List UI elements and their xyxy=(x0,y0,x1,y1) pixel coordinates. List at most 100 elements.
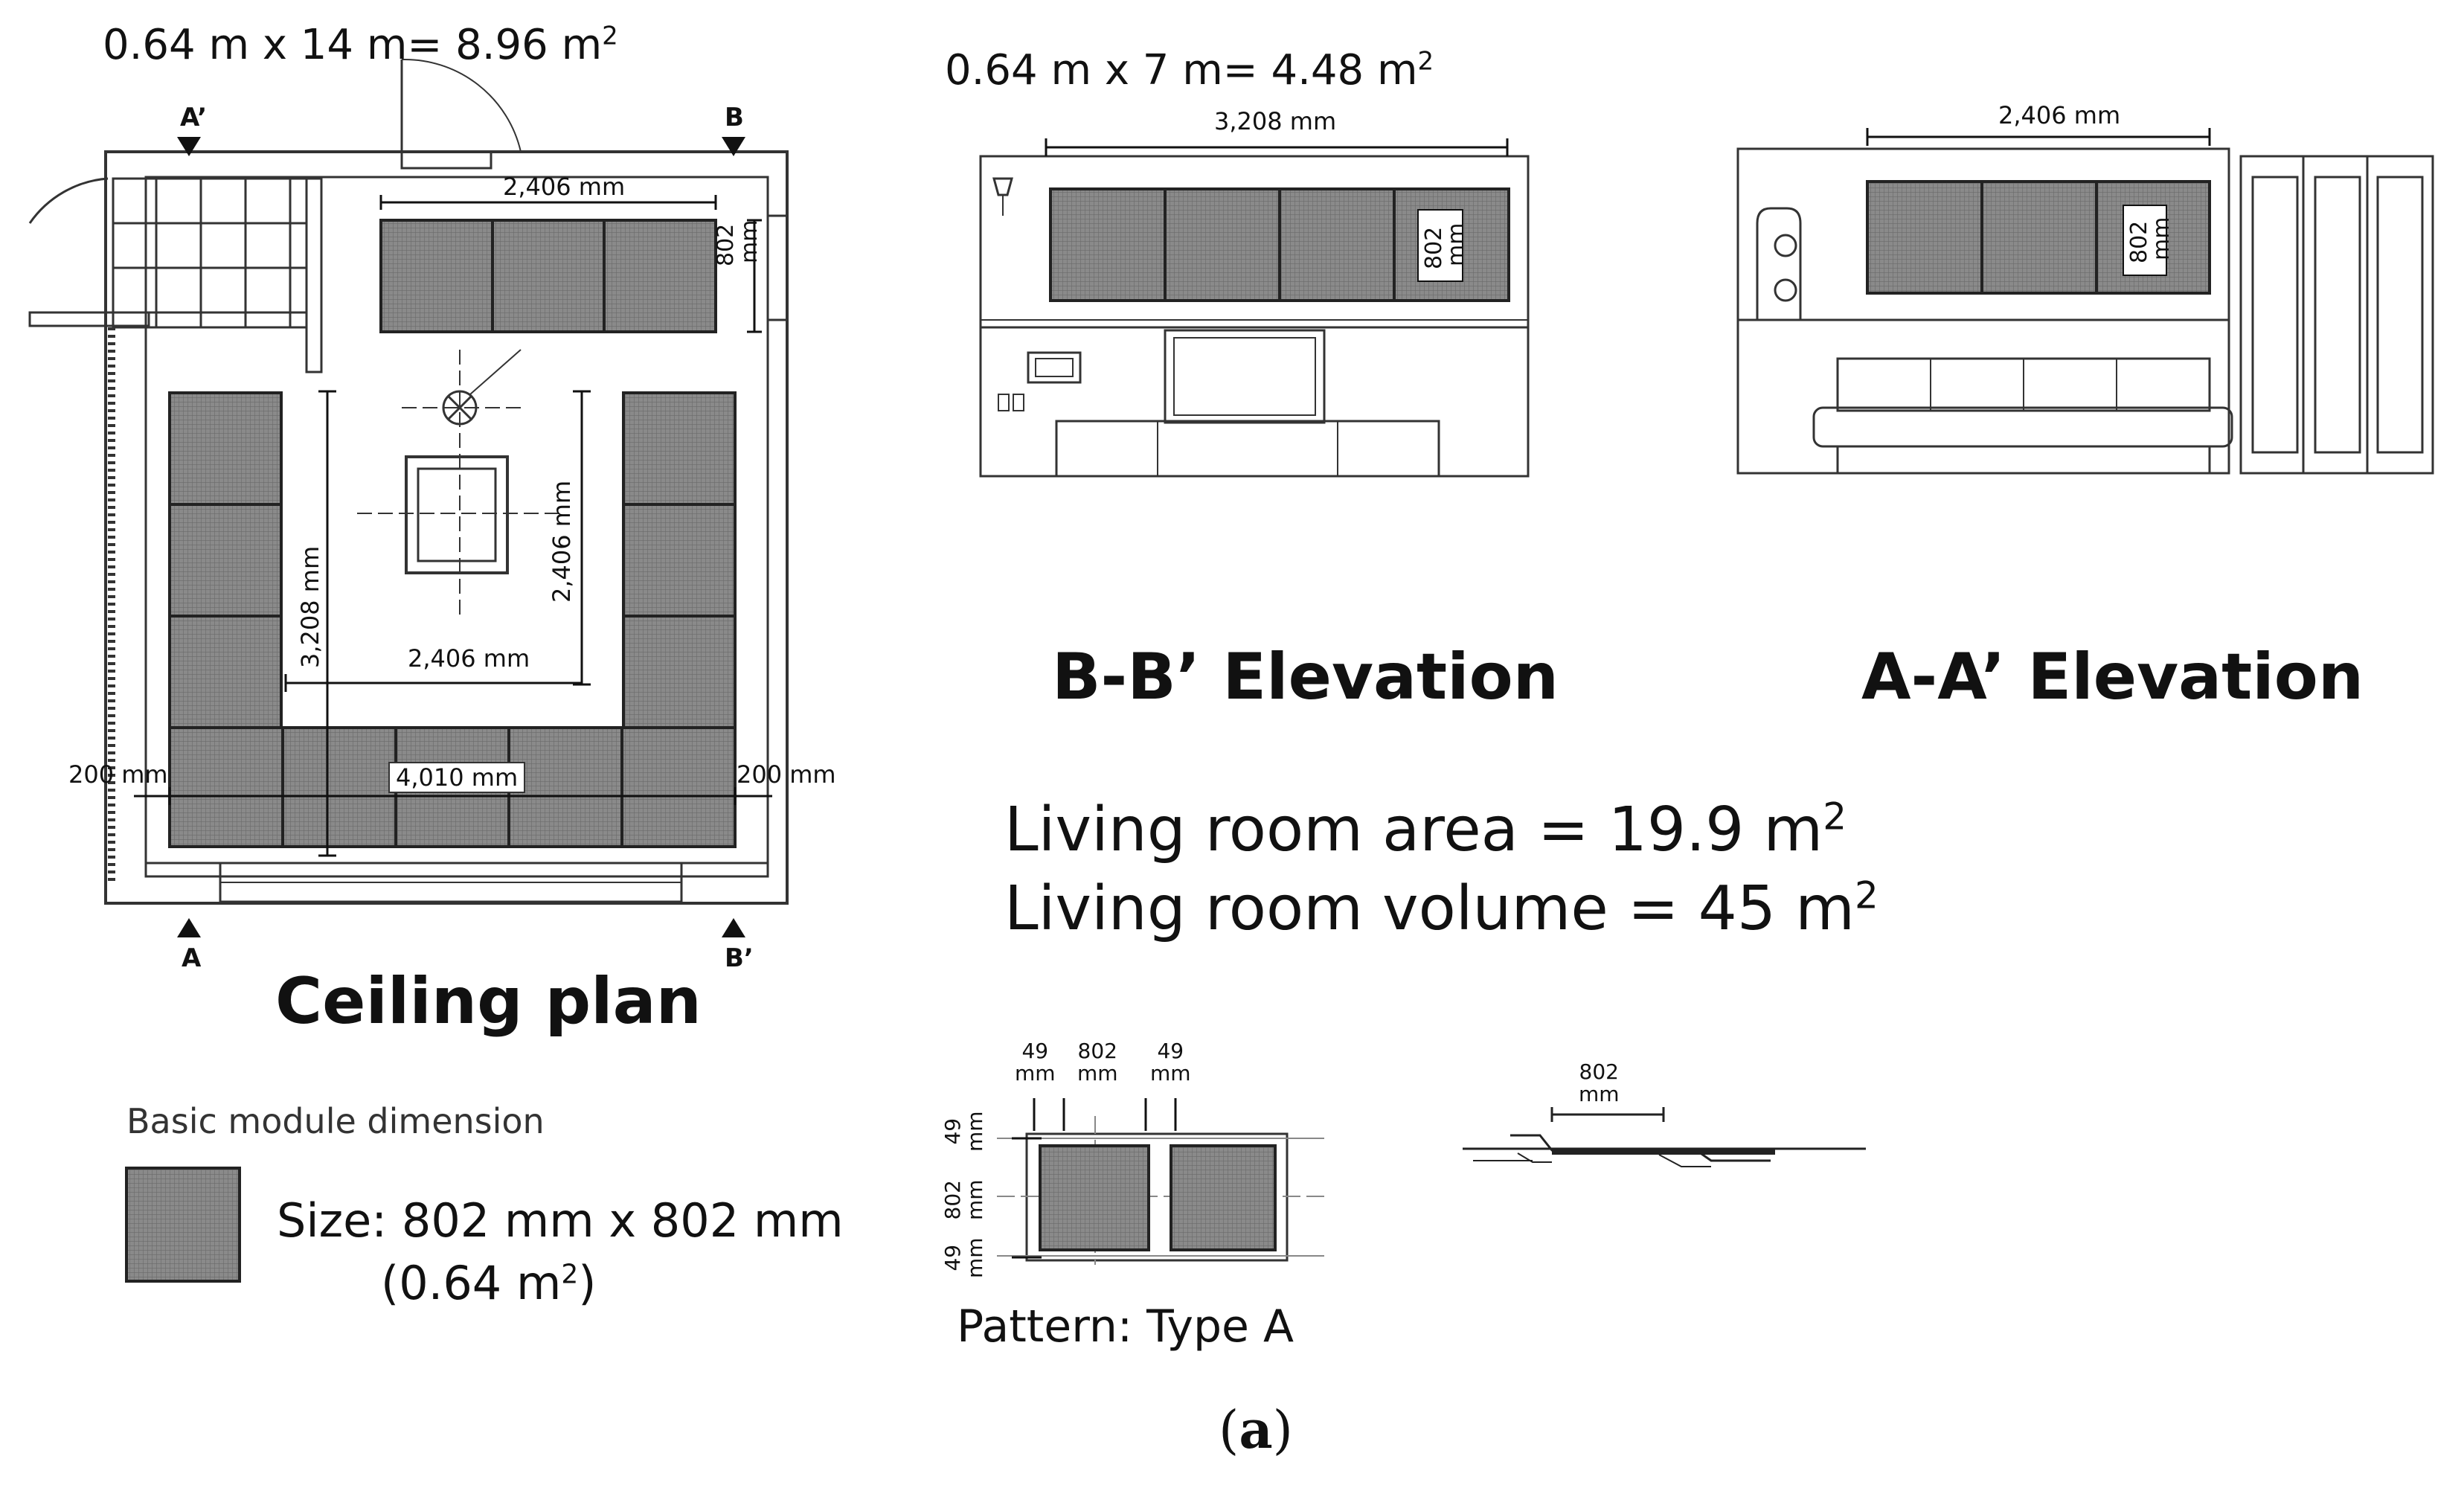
section-arrows xyxy=(177,137,745,937)
section-marker-a: A xyxy=(182,943,202,973)
section-marker-b-arrow xyxy=(722,137,745,156)
pattern-dim-49-left-unit: mm xyxy=(1015,1061,1056,1085)
panel xyxy=(620,726,737,848)
pattern-dim-802-side: 802 mm xyxy=(940,1179,987,1220)
legend-area-open: (0.64 m xyxy=(381,1256,562,1310)
pattern-type-a-panels xyxy=(1039,1144,1277,1251)
figure-label-open: ( xyxy=(1219,1399,1239,1460)
figure-label-letter: a xyxy=(1239,1399,1273,1460)
panel xyxy=(1278,187,1396,302)
elevation-bb-drawing xyxy=(979,138,1530,478)
pattern-dim-49-right-num: 49 xyxy=(1157,1039,1184,1063)
ceiling-plan-panels xyxy=(168,219,737,848)
bathroom-tile-grid xyxy=(112,177,323,373)
living-room-area-sup: 2 xyxy=(1823,795,1847,838)
ceiling-plan-formula: 0.64 m x 14 m= 8.96 m2 xyxy=(103,21,618,69)
panel xyxy=(168,391,283,506)
elevation-bb-title: B-B’ Elevation xyxy=(1052,640,1559,714)
legend-area-close: ) xyxy=(578,1256,597,1310)
legend-module-swatch xyxy=(125,1167,241,1283)
pattern-dim-49-left: 49 mm xyxy=(1015,1040,1056,1085)
ceiling-plan-formula-text: 0.64 m x 14 m= 8.96 m xyxy=(103,21,603,69)
panel xyxy=(622,615,737,729)
panel xyxy=(168,503,283,618)
legend-size-line: Size: 802 mm x 802 mm xyxy=(277,1193,844,1248)
panel xyxy=(622,391,737,506)
ceiling-top-height-num: 802 xyxy=(713,223,739,266)
panel xyxy=(168,726,284,848)
legend-heading: Basic module dimension xyxy=(126,1101,545,1141)
section-marker-b-prime: B’ xyxy=(725,943,754,973)
pattern-dim-802-top-num: 802 xyxy=(1077,1039,1117,1063)
pattern-type-a-dimension-lines xyxy=(1012,1098,1177,1259)
legend-area-sup: 2 xyxy=(561,1259,579,1290)
ceiling-plan-title: Ceiling plan xyxy=(275,964,702,1039)
pattern-dim-49-side-top-unit: mm xyxy=(963,1111,987,1152)
elevation-bb-height-unit: mm xyxy=(1443,222,1469,266)
panel xyxy=(379,219,494,333)
panel xyxy=(1980,180,2098,295)
panel xyxy=(622,503,737,618)
pattern-dim-49-left-num: 49 xyxy=(1021,1039,1049,1063)
pattern-dim-49-side-top-num: 49 xyxy=(940,1117,965,1145)
ceiling-right-margin-label: 200 mm xyxy=(737,760,836,789)
section-marker-a-prime: A’ xyxy=(180,103,208,132)
pattern-dim-802-side-num: 802 xyxy=(940,1180,965,1220)
pattern-dim-49-right: 49 mm xyxy=(1150,1040,1191,1085)
ceiling-left-margin-label: 200 mm xyxy=(68,760,168,789)
ceiling-left-vertical-label: 3,208 mm xyxy=(296,545,324,668)
panel xyxy=(1170,1144,1277,1251)
pattern-dim-802-side-unit: mm xyxy=(963,1179,987,1220)
panel xyxy=(1866,180,1983,295)
elevation-bb-formula: 0.64 m x 7 m= 4.48 m2 xyxy=(945,46,1434,94)
panel xyxy=(507,726,623,848)
elevation-aa-height-unit: mm xyxy=(2149,217,2175,260)
ceiling-plan-formula-sup: 2 xyxy=(602,21,618,51)
section-detail-dim-num: 802 xyxy=(1579,1059,1619,1084)
pattern-dim-802-top: 802 mm xyxy=(1077,1040,1118,1085)
elevation-aa-title: A-A’ Elevation xyxy=(1861,640,2364,714)
elevation-bb-formula-sup: 2 xyxy=(1417,46,1434,77)
legend-area-line: (0.64 m2) xyxy=(381,1256,596,1310)
panel xyxy=(603,219,717,333)
section-detail-drawing xyxy=(1463,1107,1866,1167)
ceiling-inner-width-label: 2,406 mm xyxy=(408,644,530,673)
pattern-caption: Pattern: Type A xyxy=(957,1301,1294,1353)
living-room-volume-sup: 2 xyxy=(1854,873,1879,917)
living-room-area: Living room area = 19.9 m2 xyxy=(1004,795,1847,865)
ceiling-right-vertical-label: 2,406 mm xyxy=(548,480,576,603)
ceiling-plan-dimension-lines xyxy=(134,195,772,857)
panel xyxy=(1164,187,1281,302)
section-detail-dim: 802 mm xyxy=(1579,1061,1620,1106)
panel xyxy=(491,219,606,333)
ceiling-top-width-label: 2,406 mm xyxy=(503,173,626,201)
section-marker-a-prime-arrow xyxy=(177,137,201,156)
section-marker-a-arrow xyxy=(177,918,201,937)
panel xyxy=(281,726,397,848)
ceiling-plan-drawing xyxy=(28,58,789,905)
elevation-bb-width-label: 3,208 mm xyxy=(1214,107,1337,135)
section-marker-b: B xyxy=(725,103,744,132)
living-room-area-text: Living room area = 19.9 m xyxy=(1004,795,1823,865)
panel xyxy=(1039,1144,1150,1251)
pattern-dim-49-side-bottom-num: 49 xyxy=(940,1244,965,1271)
elevation-aa-drawing xyxy=(1736,128,2434,475)
figure-label: (a) xyxy=(1219,1399,1293,1460)
ceiling-bottom-width-label: 4,010 mm xyxy=(388,762,526,793)
living-room-volume: Living room volume = 45 m2 xyxy=(1004,873,1879,944)
pattern-dim-802-top-unit: mm xyxy=(1077,1061,1118,1085)
pattern-dim-49-side-bottom: 49 mm xyxy=(940,1237,987,1278)
pattern-dim-49-side-top: 49 mm xyxy=(940,1111,987,1152)
pattern-dim-49-right-unit: mm xyxy=(1150,1061,1191,1085)
figure-label-close: ) xyxy=(1272,1399,1293,1460)
ceiling-top-height-unit: mm xyxy=(737,219,763,263)
living-room-volume-text: Living room volume = 45 m xyxy=(1004,873,1855,944)
elevation-bb-formula-text: 0.64 m x 7 m= 4.48 m xyxy=(945,46,1418,94)
section-detail-dim-unit: mm xyxy=(1579,1082,1620,1106)
panel xyxy=(1049,187,1167,302)
elevation-bb-height-label-bg xyxy=(1417,209,1463,282)
elevation-aa-height-label-bg xyxy=(2123,205,2167,276)
section-marker-b-prime-arrow xyxy=(722,918,745,937)
elevation-aa-width-label: 2,406 mm xyxy=(1998,101,2121,129)
